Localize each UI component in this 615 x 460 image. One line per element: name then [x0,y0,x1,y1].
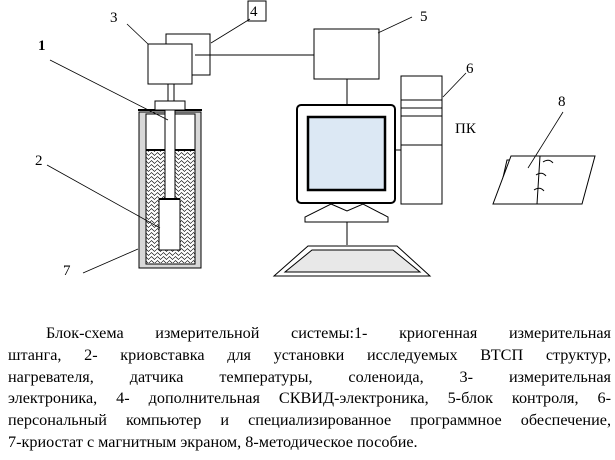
label-2: 2 [35,153,43,169]
label-6: 6 [466,61,474,77]
control-block-5 [313,28,380,80]
label-5: 5 [420,9,428,25]
caption-line: электроника, 4- дополнительная СКВИД-эле… [8,389,611,408]
label-3: 3 [110,10,118,26]
block-diagram: 1 2 3 4 5 6 7 8 ПК [35,0,596,279]
figure-caption: Блок-схема измерительной системы:1- крио… [8,323,611,454]
electronics-box-3 [147,43,193,85]
keyboard [272,245,432,277]
label-4-frame [247,0,267,22]
manual-book [492,155,596,205]
measurement-rod [154,83,186,251]
label-4: 4 [250,4,258,20]
monitor [296,104,396,245]
caption-line: нагревателя, датчика температуры, солено… [8,367,611,386]
label-pc: ПК [455,121,477,137]
caption-line: Блок-схема измерительной системы:1- крио… [46,324,611,342]
label-8: 8 [558,94,566,110]
caption-line: 7-криостат с магнитным экраном, 8-методи… [8,432,418,451]
caption-line: штанга, 2- криовставка для установки исс… [8,345,611,364]
pc-tower [400,75,443,205]
caption-line: персональный компьютер и специализирован… [8,411,611,430]
label-7: 7 [63,263,71,279]
leader-lines [46,16,564,274]
label-1: 1 [38,38,46,54]
